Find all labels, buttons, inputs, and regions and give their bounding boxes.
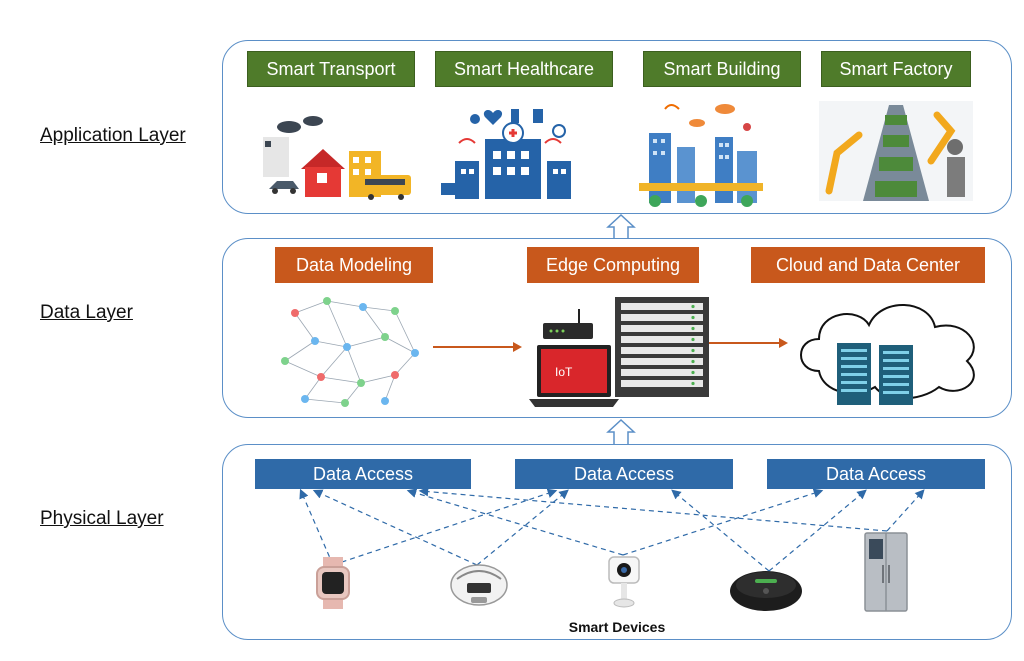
transport-illustration bbox=[263, 116, 411, 200]
arrow-edge-to-cloud bbox=[709, 338, 788, 348]
factory-illustration bbox=[819, 101, 973, 201]
physical-layer-panel: Data Access Data Access Data Access bbox=[222, 444, 1012, 640]
data-modeling-box: Data Modeling bbox=[275, 247, 433, 283]
server-rack-icon bbox=[615, 297, 709, 397]
laptop-icon bbox=[529, 345, 619, 407]
smartwatch-icon bbox=[316, 557, 350, 609]
healthcare-illustration bbox=[441, 109, 571, 199]
robot-vacuum-icon bbox=[730, 571, 802, 611]
laptop-screen-label: IoT bbox=[555, 365, 573, 379]
data-access-box-3: Data Access bbox=[767, 459, 985, 489]
smart-transport-box: Smart Transport bbox=[247, 51, 415, 87]
device-connections bbox=[299, 486, 925, 572]
up-arrow-physical-to-data bbox=[606, 418, 636, 447]
router-icon bbox=[543, 309, 593, 339]
smart-healthcare-box: Smart Healthcare bbox=[435, 51, 613, 87]
network-graph bbox=[281, 297, 419, 407]
robot-cooker-icon bbox=[450, 564, 508, 606]
camera-icon bbox=[608, 556, 640, 608]
application-layer-panel: Smart Transport Smart Healthcare Smart B… bbox=[222, 40, 1012, 214]
smart-factory-box: Smart Factory bbox=[821, 51, 971, 87]
data-access-box-1: Data Access bbox=[255, 459, 471, 489]
data-layer-panel: Data Modeling Edge Computing Cloud and D… bbox=[222, 238, 1012, 418]
smart-building-box: Smart Building bbox=[643, 51, 801, 87]
data-access-box-2: Data Access bbox=[515, 459, 733, 489]
application-layer-title: Application Layer bbox=[40, 125, 186, 146]
physical-layer-title: Physical Layer bbox=[40, 508, 164, 529]
smart-devices-label: Smart Devices bbox=[568, 619, 666, 635]
edge-computing-box: Edge Computing bbox=[527, 247, 699, 283]
refrigerator-icon bbox=[864, 532, 908, 612]
data-layer-title: Data Layer bbox=[40, 302, 133, 323]
arrow-model-to-edge bbox=[433, 342, 522, 352]
cloud-data-center-box: Cloud and Data Center bbox=[751, 247, 985, 283]
cloud-icon bbox=[800, 304, 975, 405]
building-illustration bbox=[639, 104, 763, 207]
